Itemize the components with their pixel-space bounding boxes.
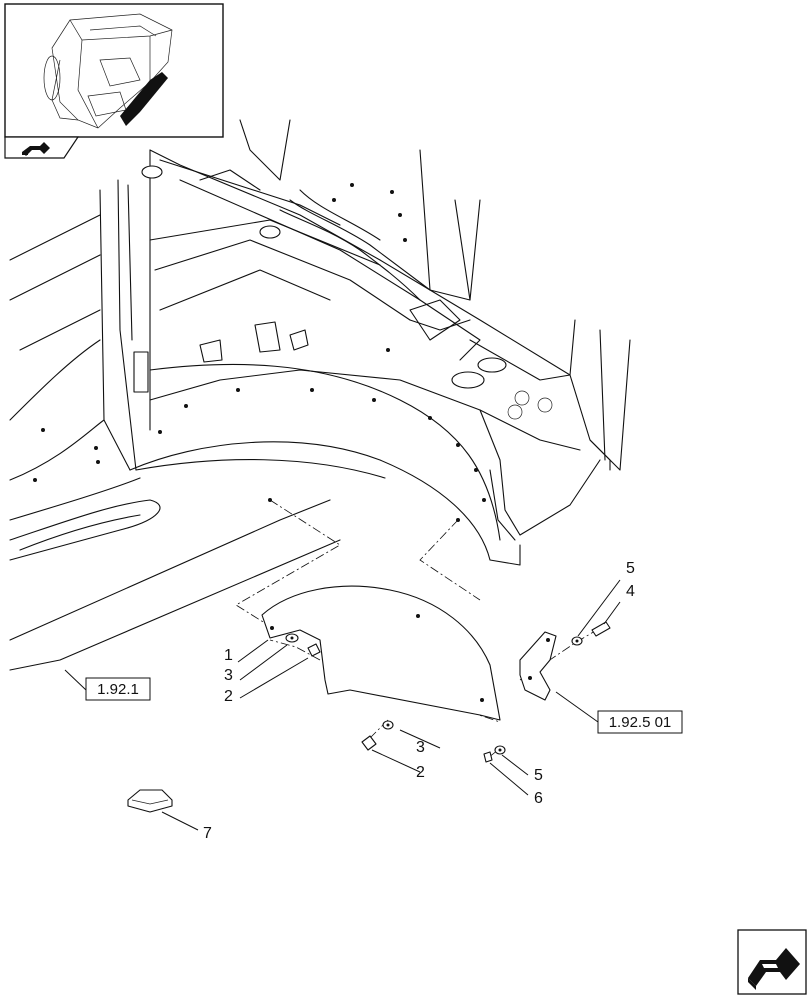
- callout-5b[interactable]: 5: [534, 767, 543, 784]
- reference-link-right[interactable]: 1.92.5 01: [597, 710, 683, 734]
- callout-7[interactable]: 7: [203, 825, 212, 842]
- bolt-part-2a[interactable]: [307, 643, 321, 657]
- mount-bracket: [519, 631, 557, 701]
- bolt-part-4[interactable]: [591, 621, 611, 637]
- reference-left-label: 1.92.1: [97, 681, 139, 698]
- callout-6[interactable]: 6: [534, 790, 543, 807]
- nut-part-6[interactable]: [483, 751, 493, 763]
- navigation-arrow-icon[interactable]: [737, 929, 807, 995]
- callout-3a[interactable]: 3: [224, 667, 233, 684]
- bolt-part-2b[interactable]: [361, 735, 377, 751]
- callout-1[interactable]: 1: [224, 647, 233, 664]
- callout-2b[interactable]: 2: [416, 764, 425, 781]
- reference-right-label: 1.92.5 01: [609, 714, 672, 731]
- callout-4[interactable]: 4: [626, 583, 635, 600]
- cab-structure: [9, 119, 631, 671]
- callout-2a[interactable]: 2: [224, 688, 233, 705]
- callout-5a[interactable]: 5: [626, 560, 635, 577]
- washer-part-3a[interactable]: [285, 633, 299, 643]
- view-arrow-icon: [22, 142, 50, 156]
- washer-part-5b[interactable]: [494, 745, 506, 755]
- callout-3b[interactable]: 3: [416, 739, 425, 756]
- cab-locator-thumbnail[interactable]: [4, 3, 224, 159]
- fender-flap-part-1[interactable]: [261, 585, 501, 721]
- rubber-plug-part-7[interactable]: [127, 789, 173, 813]
- reference-link-left[interactable]: 1.92.1: [85, 677, 151, 701]
- washer-part-5a[interactable]: [571, 636, 583, 646]
- highlight-fender-icon: [120, 72, 168, 126]
- callout-leaders: [64, 579, 621, 831]
- washer-part-3b[interactable]: [382, 720, 394, 730]
